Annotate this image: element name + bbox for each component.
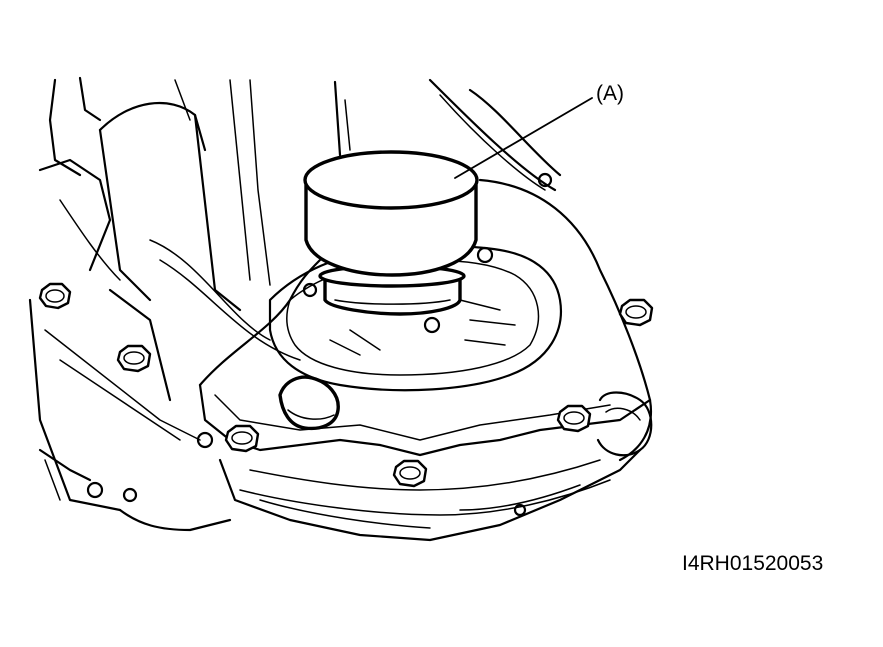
callout-leader-line [454, 97, 593, 179]
case-outline [28, 76, 562, 532]
bolt-3 [224, 424, 260, 453]
right-boss [596, 391, 653, 457]
bolt-1 [38, 282, 72, 310]
figure-code: I4RH01520053 [682, 552, 823, 575]
bolt-2 [116, 344, 152, 373]
bolt-5 [556, 404, 592, 433]
bolt-6 [618, 298, 654, 327]
housing-flange [198, 172, 653, 542]
bolt-4 [392, 459, 428, 488]
cap-a [303, 150, 479, 316]
drain-plug [278, 375, 340, 431]
callout-label-a: (A) [596, 82, 624, 105]
